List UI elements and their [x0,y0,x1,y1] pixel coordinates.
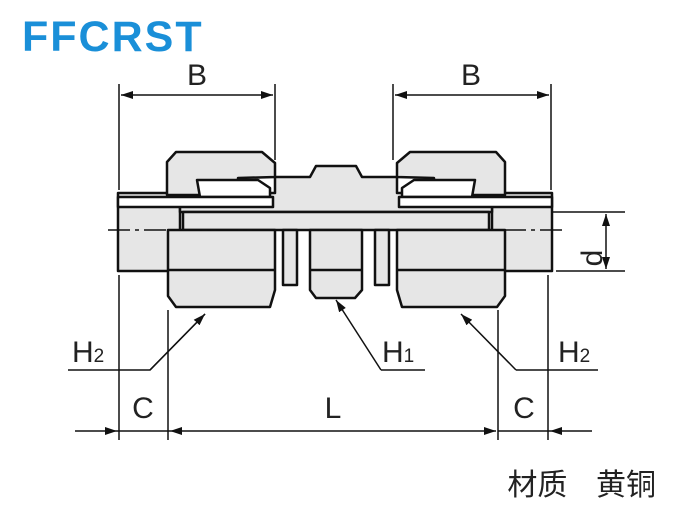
inner-bore [181,210,491,232]
dim-c-left-label: C [132,392,154,425]
right-ferrule-slot [397,195,554,209]
dim-l-label: L [325,392,342,425]
right-nut-bottom [395,228,507,309]
right-gap-body [373,228,391,287]
callout-h2-left-label: H2 [72,336,104,369]
callout-h2-right-label: H2 [558,336,590,369]
left-ferrule [195,178,272,199]
callout-h2-right [460,313,598,371]
left-ferrule-slot [116,195,275,209]
lower-extension-lines [118,275,549,440]
callout-h1-label: H1 [382,336,414,369]
dim-d [552,211,625,272]
left-gap-body [281,228,299,287]
dim-b-left-label: B [187,59,207,92]
product-title: FFCRST [22,13,204,61]
left-nut-bottom [166,228,277,309]
dim-b-left [118,84,276,190]
dim-d-label: d [576,250,609,267]
right-ferrule [400,178,477,199]
dim-c-right-label: C [513,392,535,425]
callout-h2-left [68,313,206,371]
dim-b-right-label: B [461,59,481,92]
central-hex [308,228,364,300]
dim-b-right [392,84,552,190]
material-label: 材质 [507,468,568,503]
material-note: 材质 黄铜 [507,460,656,504]
callout-h1 [335,299,425,371]
material-value: 黄铜 [596,468,656,503]
